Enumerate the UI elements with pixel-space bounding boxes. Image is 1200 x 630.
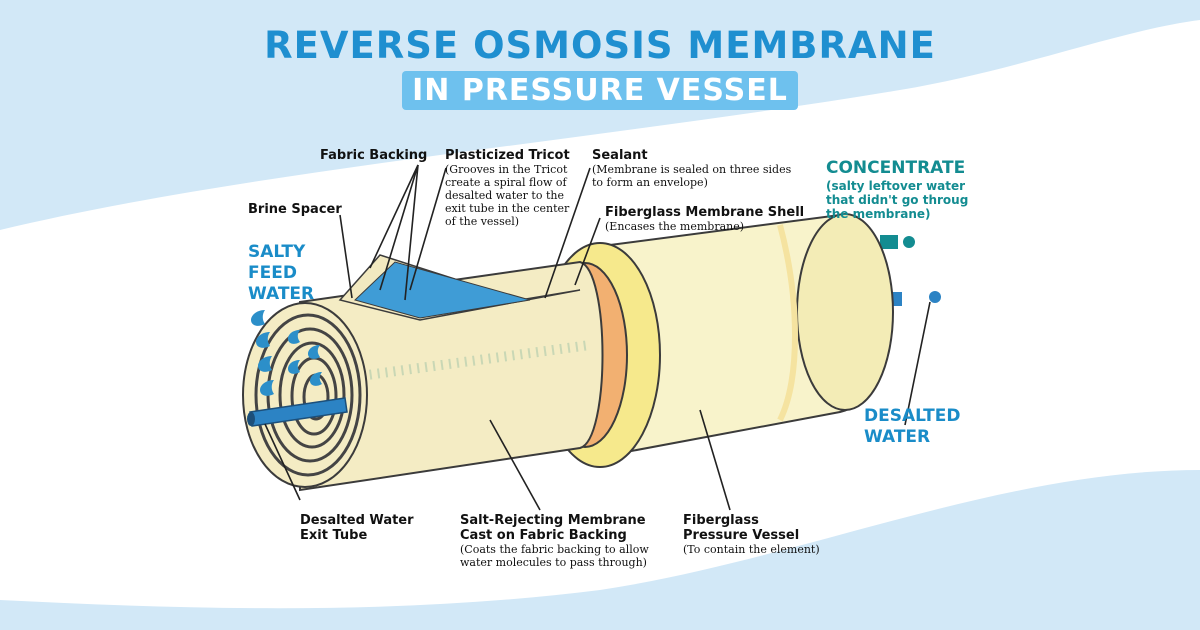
leader-sealant	[544, 167, 591, 299]
salty-feed-line-3: WATER	[248, 284, 315, 304]
water-drop-icon	[251, 310, 265, 326]
desalted-line-2: WATER	[864, 427, 931, 447]
salt-rejecting-line-2: Cast on Fabric Backing	[460, 528, 627, 543]
label-brine-spacer: Brine Spacer	[248, 202, 342, 217]
label-salty-feed-water: SALTY FEED WATER	[248, 242, 314, 305]
subtitle-wrap: IN PRESSURE VESSEL	[0, 71, 1200, 110]
water-drop-icon	[288, 360, 300, 374]
plasticized-tricot-leaf	[354, 261, 531, 319]
pressure-vessel-line-1: Fiberglass	[683, 513, 759, 528]
water-drop-icon	[260, 380, 274, 396]
concentrate-drop-icon	[903, 236, 915, 248]
feed-water-drops	[251, 310, 322, 396]
pressure-vessel-note: (To contain the element)	[683, 543, 820, 556]
sealant-note: (Membrane is sealed on three sides to fo…	[592, 163, 792, 189]
water-drop-icon	[288, 330, 300, 344]
label-sealant: Sealant (Membrane is sealed on three sid…	[592, 148, 802, 189]
salt-rejecting-line-1: Salt-Rejecting Membrane	[460, 513, 646, 528]
water-drop-icon	[256, 332, 270, 348]
leader-fabric-3	[404, 164, 419, 301]
spiral-wrap-3	[278, 341, 346, 449]
leader-brine-spacer	[339, 214, 353, 299]
leader-fabric-1	[369, 164, 419, 269]
water-drop-icon	[310, 372, 322, 386]
exit-tube-line-1: Desalted Water	[300, 513, 414, 528]
water-drop-icon	[308, 345, 320, 359]
sealant-title: Sealant	[592, 148, 648, 163]
label-fabric-backing: Fabric Backing	[320, 148, 428, 163]
leader-pressure-vessel	[699, 409, 731, 511]
salty-feed-line-2: FEED	[248, 263, 297, 283]
membrane-element-body	[299, 260, 604, 492]
label-salt-rejecting-membrane: Salt-Rejecting Membrane Cast on Fabric B…	[460, 513, 660, 569]
label-plasticized-tricot: Plasticized Tricot (Grooves in the Trico…	[445, 148, 575, 228]
spiral-wrap-1	[254, 313, 362, 477]
label-fiberglass-shell: Fiberglass Membrane Shell (Encases the m…	[605, 205, 815, 233]
leader-exit-tube	[264, 423, 301, 501]
desalted-drop-icon	[929, 291, 941, 303]
leader-shell	[574, 217, 601, 286]
leader-tricot	[409, 167, 447, 291]
leader-fabric-2	[379, 164, 419, 291]
diagram-subtitle: IN PRESSURE VESSEL	[402, 71, 798, 110]
leader-desalted-water	[904, 301, 931, 426]
vessel-highlight	[777, 224, 798, 422]
pressure-vessel-end	[796, 213, 894, 411]
exit-tube-opening	[247, 412, 255, 426]
leader-salt-rejecting	[489, 419, 541, 511]
tricot-title: Plasticized Tricot	[445, 148, 570, 163]
salt-rejecting-note: (Coats the fabric backing to allow water…	[460, 543, 649, 569]
diagram-title: REVERSE OSMOSIS MEMBRANE	[264, 24, 936, 67]
tricot-note: (Grooves in the Tricot create a spiral f…	[445, 163, 570, 228]
concentrate-pipe	[880, 235, 898, 249]
label-exit-tube: Desalted Water Exit Tube	[300, 513, 414, 543]
concentrate-title: CONCENTRATE	[826, 158, 966, 178]
leader-lines	[264, 164, 931, 511]
water-drop-icon	[258, 356, 272, 372]
label-pressure-vessel: Fiberglass Pressure Vessel (To contain t…	[683, 513, 843, 556]
label-concentrate: CONCENTRATE (salty leftover water that d…	[826, 158, 976, 221]
exit-tube-line-2: Exit Tube	[300, 528, 368, 543]
pressure-vessel-line-2: Pressure Vessel	[683, 528, 800, 543]
label-desalted-water: DESALTED WATER	[864, 406, 960, 448]
shell-title: Fiberglass Membrane Shell	[605, 205, 805, 220]
desalted-line-1: DESALTED	[864, 406, 961, 426]
concentrate-note: (salty leftover water that didn't go thr…	[826, 179, 969, 221]
salty-feed-line-1: SALTY	[248, 242, 306, 262]
shell-note: (Encases the membrane)	[605, 220, 745, 233]
